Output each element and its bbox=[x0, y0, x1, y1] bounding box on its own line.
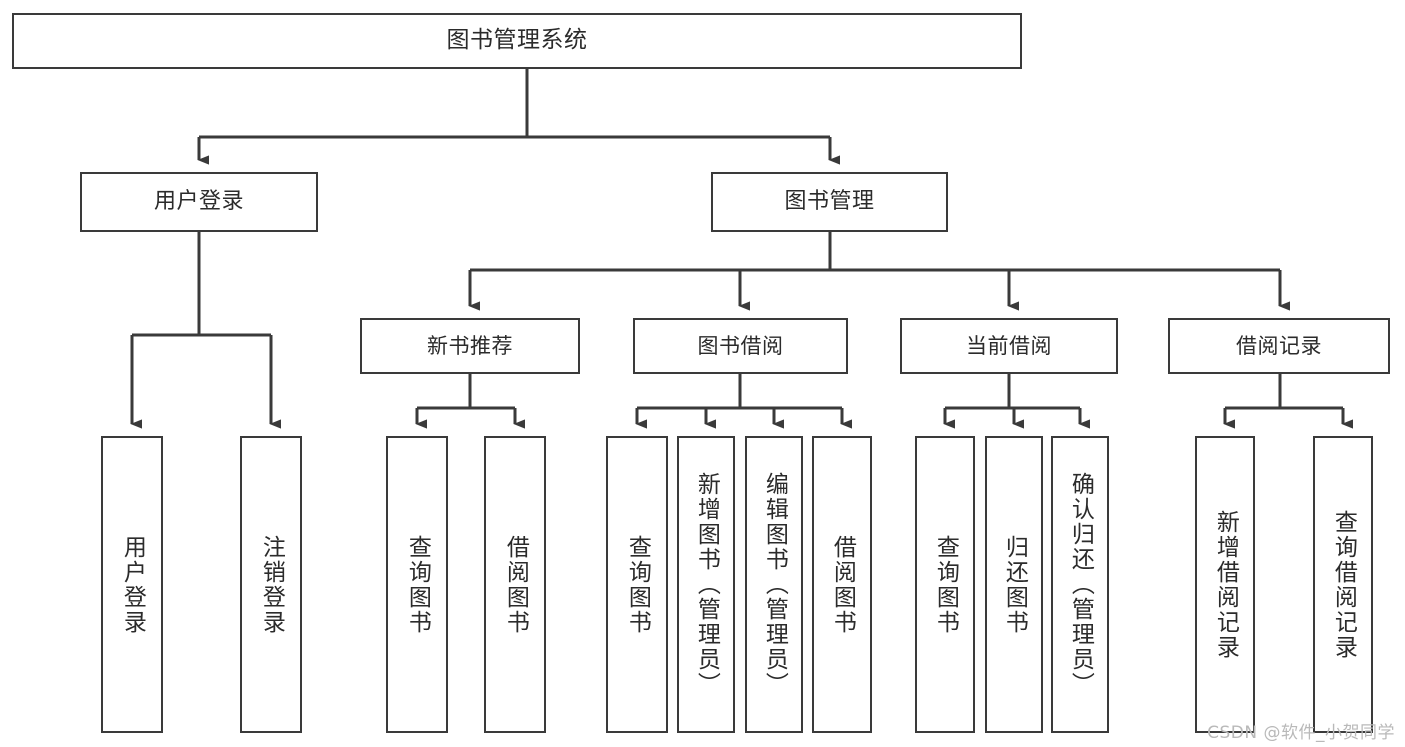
node-leaf-query-borrow-record[interactable]: 查询借阅记录 bbox=[1313, 436, 1373, 733]
node-leaf-borrow-book[interactable]: 借阅图书 bbox=[812, 436, 872, 733]
node-leaf-borrow-book-recommend-label: 借阅图书 bbox=[502, 534, 529, 635]
node-level1-book-management-label: 图书管理 bbox=[784, 189, 875, 215]
node-level2-book-borrow[interactable]: 图书借阅 bbox=[633, 318, 848, 374]
node-leaf-borrow-book-label: 借阅图书 bbox=[829, 534, 856, 635]
node-leaf-user-login[interactable]: 用户登录 bbox=[101, 436, 163, 733]
node-leaf-query-book-borrow-label: 查询图书 bbox=[624, 534, 651, 635]
node-level2-borrow-record[interactable]: 借阅记录 bbox=[1168, 318, 1390, 374]
node-level1-user-login-label: 用户登录 bbox=[153, 189, 244, 215]
node-root[interactable]: 图书管理系统 bbox=[12, 13, 1022, 69]
node-level2-current-borrow-label: 当前借阅 bbox=[966, 333, 1052, 358]
node-leaf-query-book-borrow[interactable]: 查询图书 bbox=[606, 436, 668, 733]
node-leaf-query-book-current[interactable]: 查询图书 bbox=[915, 436, 975, 733]
node-level2-new-book-recommend[interactable]: 新书推荐 bbox=[360, 318, 580, 374]
node-leaf-add-borrow-record[interactable]: 新增借阅记录 bbox=[1195, 436, 1255, 733]
node-level2-new-book-recommend-label: 新书推荐 bbox=[427, 333, 513, 358]
node-level2-book-borrow-label: 图书借阅 bbox=[697, 333, 784, 358]
node-leaf-confirm-return-admin[interactable]: 确认归还（管理员） bbox=[1051, 436, 1109, 733]
node-leaf-return-book-label: 归还图书 bbox=[1001, 534, 1028, 635]
node-leaf-add-borrow-record-label: 新增借阅记录 bbox=[1212, 509, 1239, 660]
node-leaf-logout-label: 注销登录 bbox=[258, 534, 285, 635]
node-level2-current-borrow[interactable]: 当前借阅 bbox=[900, 318, 1118, 374]
node-leaf-user-login-label: 用户登录 bbox=[119, 534, 146, 635]
node-level1-user-login[interactable]: 用户登录 bbox=[80, 172, 318, 232]
node-leaf-edit-book-admin-label: 编辑图书（管理员） bbox=[761, 472, 788, 697]
node-leaf-query-book-current-label: 查询图书 bbox=[932, 534, 959, 635]
node-leaf-return-book[interactable]: 归还图书 bbox=[985, 436, 1043, 733]
node-leaf-query-book-recommend[interactable]: 查询图书 bbox=[386, 436, 448, 733]
node-leaf-query-borrow-record-label: 查询借阅记录 bbox=[1330, 509, 1357, 660]
node-leaf-confirm-return-admin-label: 确认归还（管理员） bbox=[1067, 472, 1094, 697]
node-leaf-logout[interactable]: 注销登录 bbox=[240, 436, 302, 733]
node-level2-borrow-record-label: 借阅记录 bbox=[1236, 333, 1322, 358]
node-leaf-borrow-book-recommend[interactable]: 借阅图书 bbox=[484, 436, 546, 733]
node-leaf-edit-book-admin[interactable]: 编辑图书（管理员） bbox=[745, 436, 803, 733]
node-leaf-add-book-admin[interactable]: 新增图书（管理员） bbox=[677, 436, 735, 733]
node-leaf-query-book-recommend-label: 查询图书 bbox=[404, 534, 431, 635]
node-level1-book-management[interactable]: 图书管理 bbox=[711, 172, 948, 232]
node-leaf-add-book-admin-label: 新增图书（管理员） bbox=[693, 472, 720, 697]
node-root-label: 图书管理系统 bbox=[446, 27, 588, 54]
